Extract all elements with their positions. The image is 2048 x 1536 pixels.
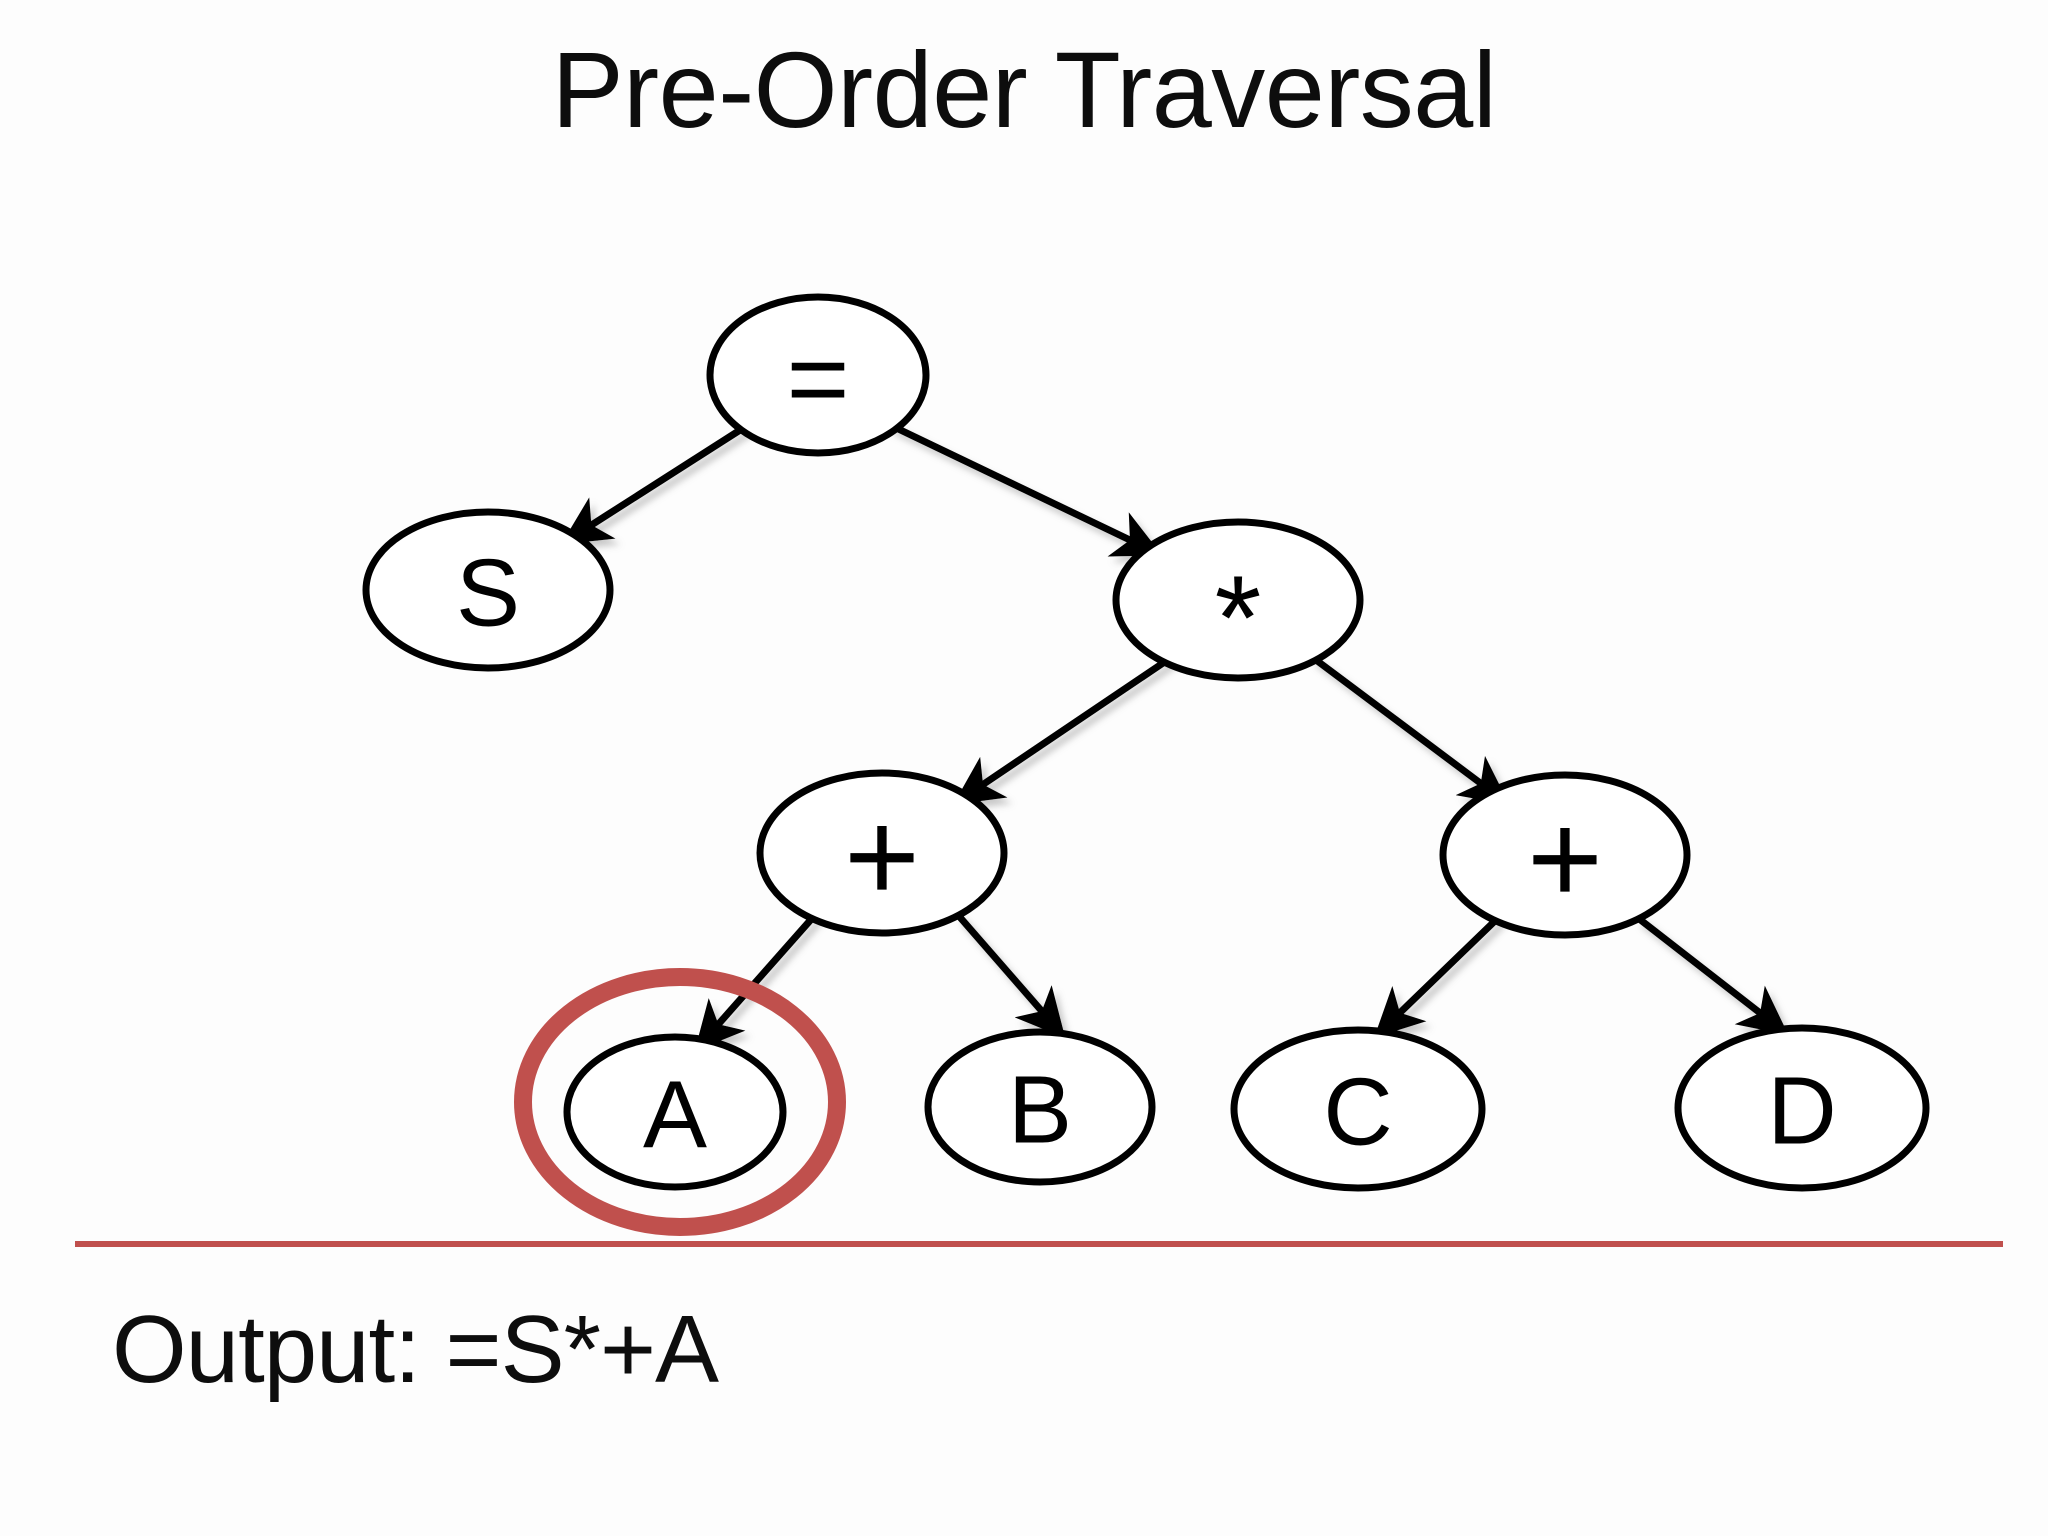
- node-ellipse-root: [706, 293, 930, 457]
- node-label-c: C: [1323, 1059, 1392, 1166]
- edge-mul-to-plus-r: [1309, 654, 1510, 805]
- output-divider-line: [75, 1241, 2003, 1247]
- node-label-b: B: [1008, 1057, 1072, 1164]
- node-label-mul: *: [1215, 551, 1262, 685]
- edge-plus-r-to-d: [1635, 915, 1789, 1036]
- tree-node-d[interactable]: D: [1674, 1024, 1930, 1192]
- edge-root-to-s: [561, 422, 750, 545]
- node-ellipse-mul: [1112, 518, 1364, 682]
- tree-node-a[interactable]: A: [563, 1033, 787, 1191]
- highlight-ring-node-a: [514, 968, 846, 1236]
- edge-root-to-mul: [888, 421, 1163, 557]
- tree-edges: [561, 421, 1789, 1052]
- node-ellipse-plus-left: [756, 769, 1008, 937]
- node-label-s: S: [456, 540, 520, 647]
- node-ellipse-a: [563, 1033, 787, 1191]
- output-text: Output: =S*+A: [112, 1296, 719, 1403]
- tree-nodes: = S * + + A: [362, 293, 1930, 1192]
- tree-node-root[interactable]: =: [706, 293, 930, 457]
- tree-node-mul[interactable]: *: [1112, 518, 1364, 685]
- edge-mul-to-plus-l: [953, 654, 1174, 805]
- node-ellipse-s: [362, 508, 614, 672]
- tree-node-c[interactable]: C: [1230, 1026, 1486, 1192]
- edge-plus-l-to-b: [955, 912, 1066, 1039]
- node-ellipse-d: [1674, 1024, 1930, 1192]
- tree-node-plus-right[interactable]: +: [1439, 771, 1691, 939]
- node-label-plus-left: +: [844, 783, 920, 929]
- node-ellipse-c: [1230, 1026, 1486, 1192]
- edge-plus-l-to-a: [694, 912, 818, 1052]
- node-label-d: D: [1767, 1058, 1836, 1165]
- node-ellipse-plus-right: [1439, 771, 1691, 939]
- node-label-a: A: [643, 1062, 707, 1169]
- tree-node-b[interactable]: B: [924, 1028, 1156, 1186]
- node-label-plus-right: +: [1527, 785, 1603, 931]
- edge-plus-r-to-c: [1374, 915, 1501, 1038]
- node-ellipse-b: [924, 1028, 1156, 1186]
- tree-node-plus-left[interactable]: +: [756, 769, 1008, 937]
- page-title: Pre-Order Traversal: [551, 29, 1497, 150]
- node-label-root: =: [786, 318, 849, 439]
- tree-node-s[interactable]: S: [362, 508, 614, 672]
